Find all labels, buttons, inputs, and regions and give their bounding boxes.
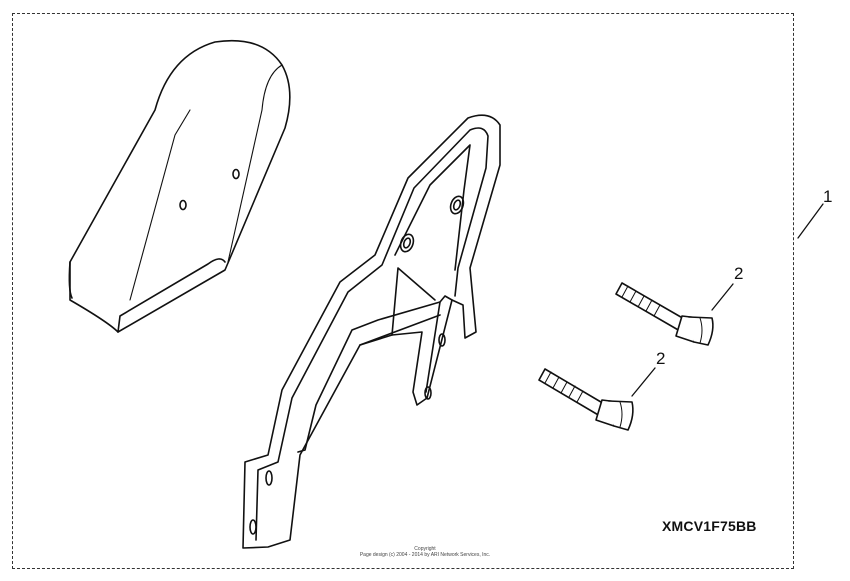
leader-line-bolt-upper [711, 283, 734, 311]
pad-mount-hole [179, 199, 187, 211]
callout-2-upper: 2 [734, 264, 744, 283]
bolt-upper [615, 282, 714, 346]
backrest-frame [242, 114, 501, 549]
diagram-code: XMCV1F75BB [662, 518, 757, 534]
copyright-notice: Copyright Page design (c) 2004 - 2014 by… [310, 546, 540, 558]
callout-2-lower: 2 [656, 349, 666, 368]
leader-line-kit [797, 203, 824, 239]
leader-line-bolt-lower [631, 367, 656, 397]
kit-boundary [12, 13, 794, 569]
bolt-lower [538, 368, 634, 431]
copyright-line-2: Page design (c) 2004 - 2014 by ARI Netwo… [359, 552, 491, 558]
pad-mount-hole [232, 168, 240, 180]
backrest-pad [68, 39, 291, 333]
callout-1: 1 [823, 187, 833, 206]
copyright-line-1: Copyright [414, 546, 436, 552]
